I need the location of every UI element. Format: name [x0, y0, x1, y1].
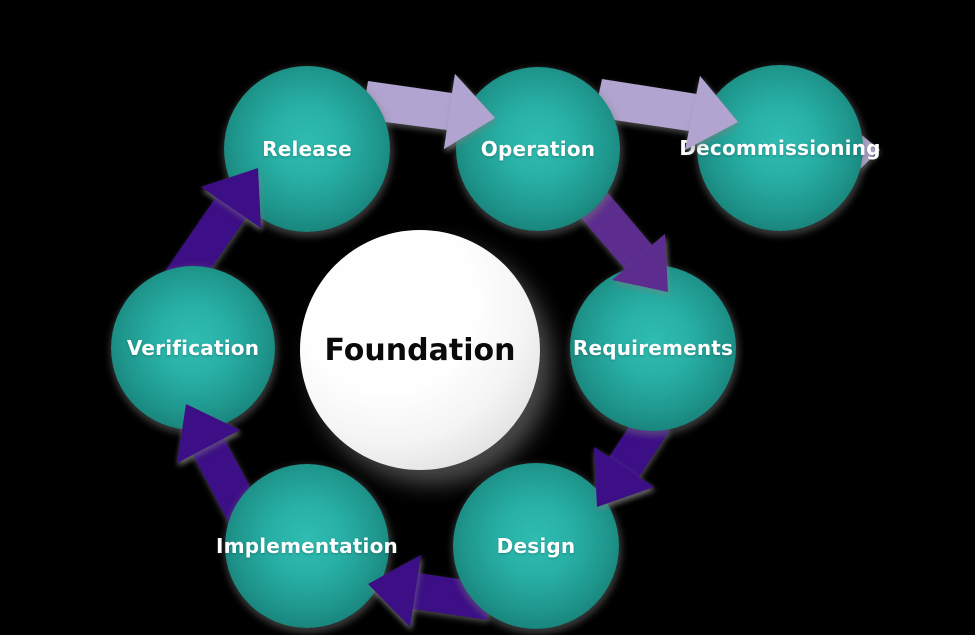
node-implementation-label: Implementation	[216, 534, 398, 558]
node-design-label: Design	[496, 534, 576, 558]
node-operation: Operation	[456, 67, 620, 231]
node-decommissioning: Decommissioning	[679, 65, 880, 231]
node-release-label: Release	[262, 137, 352, 161]
node-operation-label: Operation	[480, 137, 596, 161]
node-release: Release	[224, 66, 390, 232]
node-foundation: Foundation	[300, 230, 540, 470]
node-requirements-label: Requirements	[572, 336, 734, 360]
node-verification-label: Verification	[126, 336, 260, 360]
node-verification: Verification	[111, 266, 275, 430]
node-requirements: Requirements	[570, 265, 736, 431]
node-implementation: Implementation	[216, 464, 398, 628]
node-foundation-label: Foundation	[324, 332, 516, 368]
node-decommissioning-label: Decommissioning	[679, 136, 881, 160]
node-design: Design	[453, 463, 619, 629]
